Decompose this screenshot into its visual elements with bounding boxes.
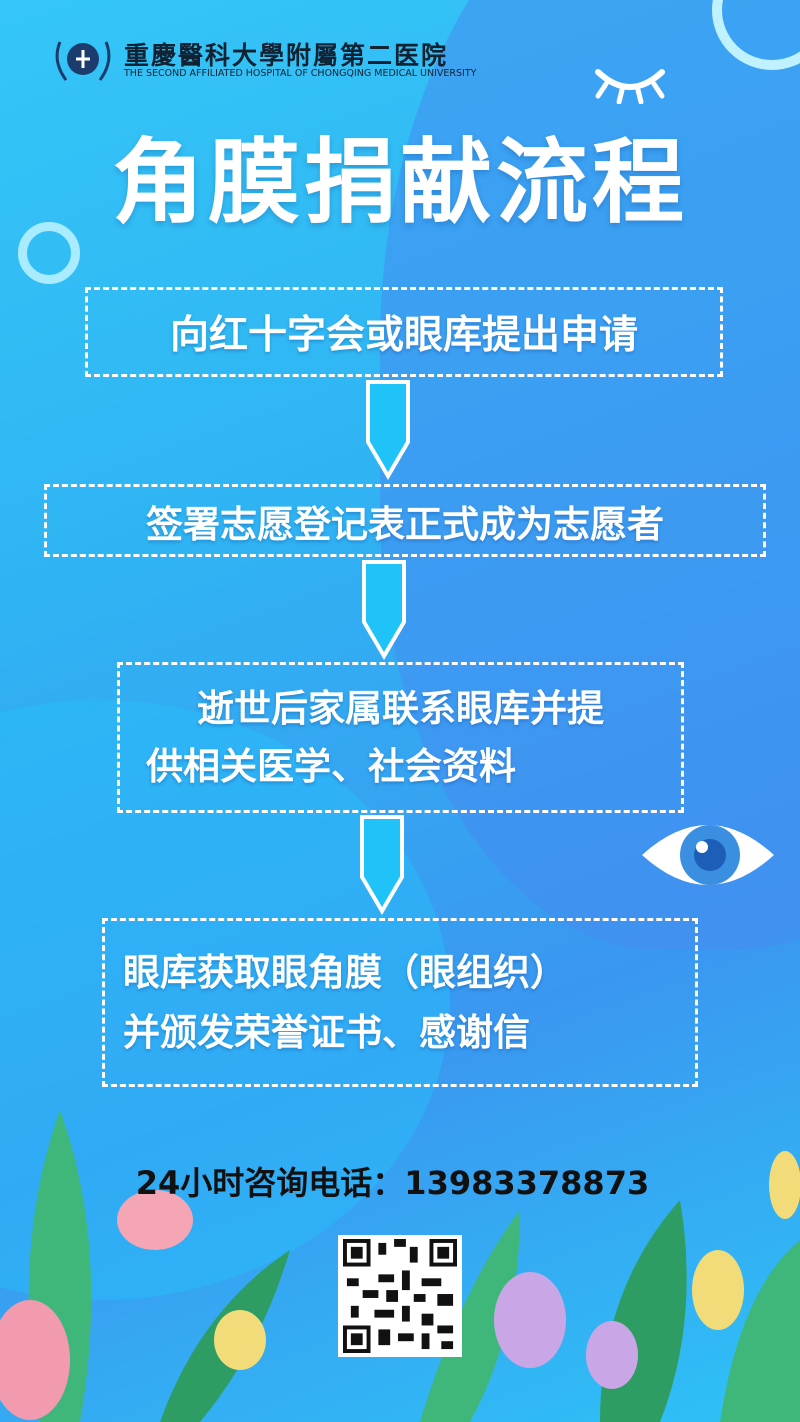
hospital-name-en: THE SECOND AFFILIATED HOSPITAL OF CHONGQ… [124, 68, 477, 79]
arrow-down-icon [366, 380, 410, 480]
step-4-box: 眼库获取眼角膜（眼组织） 并颁发荣誉证书、感谢信 [102, 918, 698, 1087]
eye-icon [642, 825, 774, 885]
qr-code[interactable] [338, 1235, 462, 1357]
step-1-box: 向红十字会或眼库提出申请 [85, 287, 723, 377]
step-text: 向红十字会或眼库提出申请 [169, 313, 638, 358]
plants-decoration [0, 1110, 800, 1422]
hospital-logo [55, 41, 111, 81]
arrow-down-icon [360, 815, 404, 915]
step-3-box: 逝世后家属联系眼库并提 供相关医学、社会资料 [117, 662, 684, 813]
deco-circle [18, 222, 80, 284]
closed-eye-icon [595, 69, 665, 104]
consult-phone: 24小时咨询电话：13983378873 [135, 1164, 650, 1202]
hospital-name-cn: 重慶醫科大學附屬第二医院 [124, 41, 449, 70]
deco-circle [712, 0, 800, 70]
arrow-down-icon [362, 560, 406, 660]
step-text: 供相关医学、社会资料 [146, 744, 516, 788]
step-text: 逝世后家属联系眼库并提 [197, 686, 604, 730]
page-title: 角膜捐献流程 [111, 129, 688, 236]
step-text: 并颁发荣誉证书、感谢信 [123, 1010, 530, 1054]
step-text: 签署志愿登记表正式成为志愿者 [146, 502, 664, 546]
bg-wave [380, 0, 800, 950]
step-text: 眼库获取眼角膜（眼组织） [123, 950, 567, 994]
step-2-box: 签署志愿登记表正式成为志愿者 [44, 484, 766, 557]
